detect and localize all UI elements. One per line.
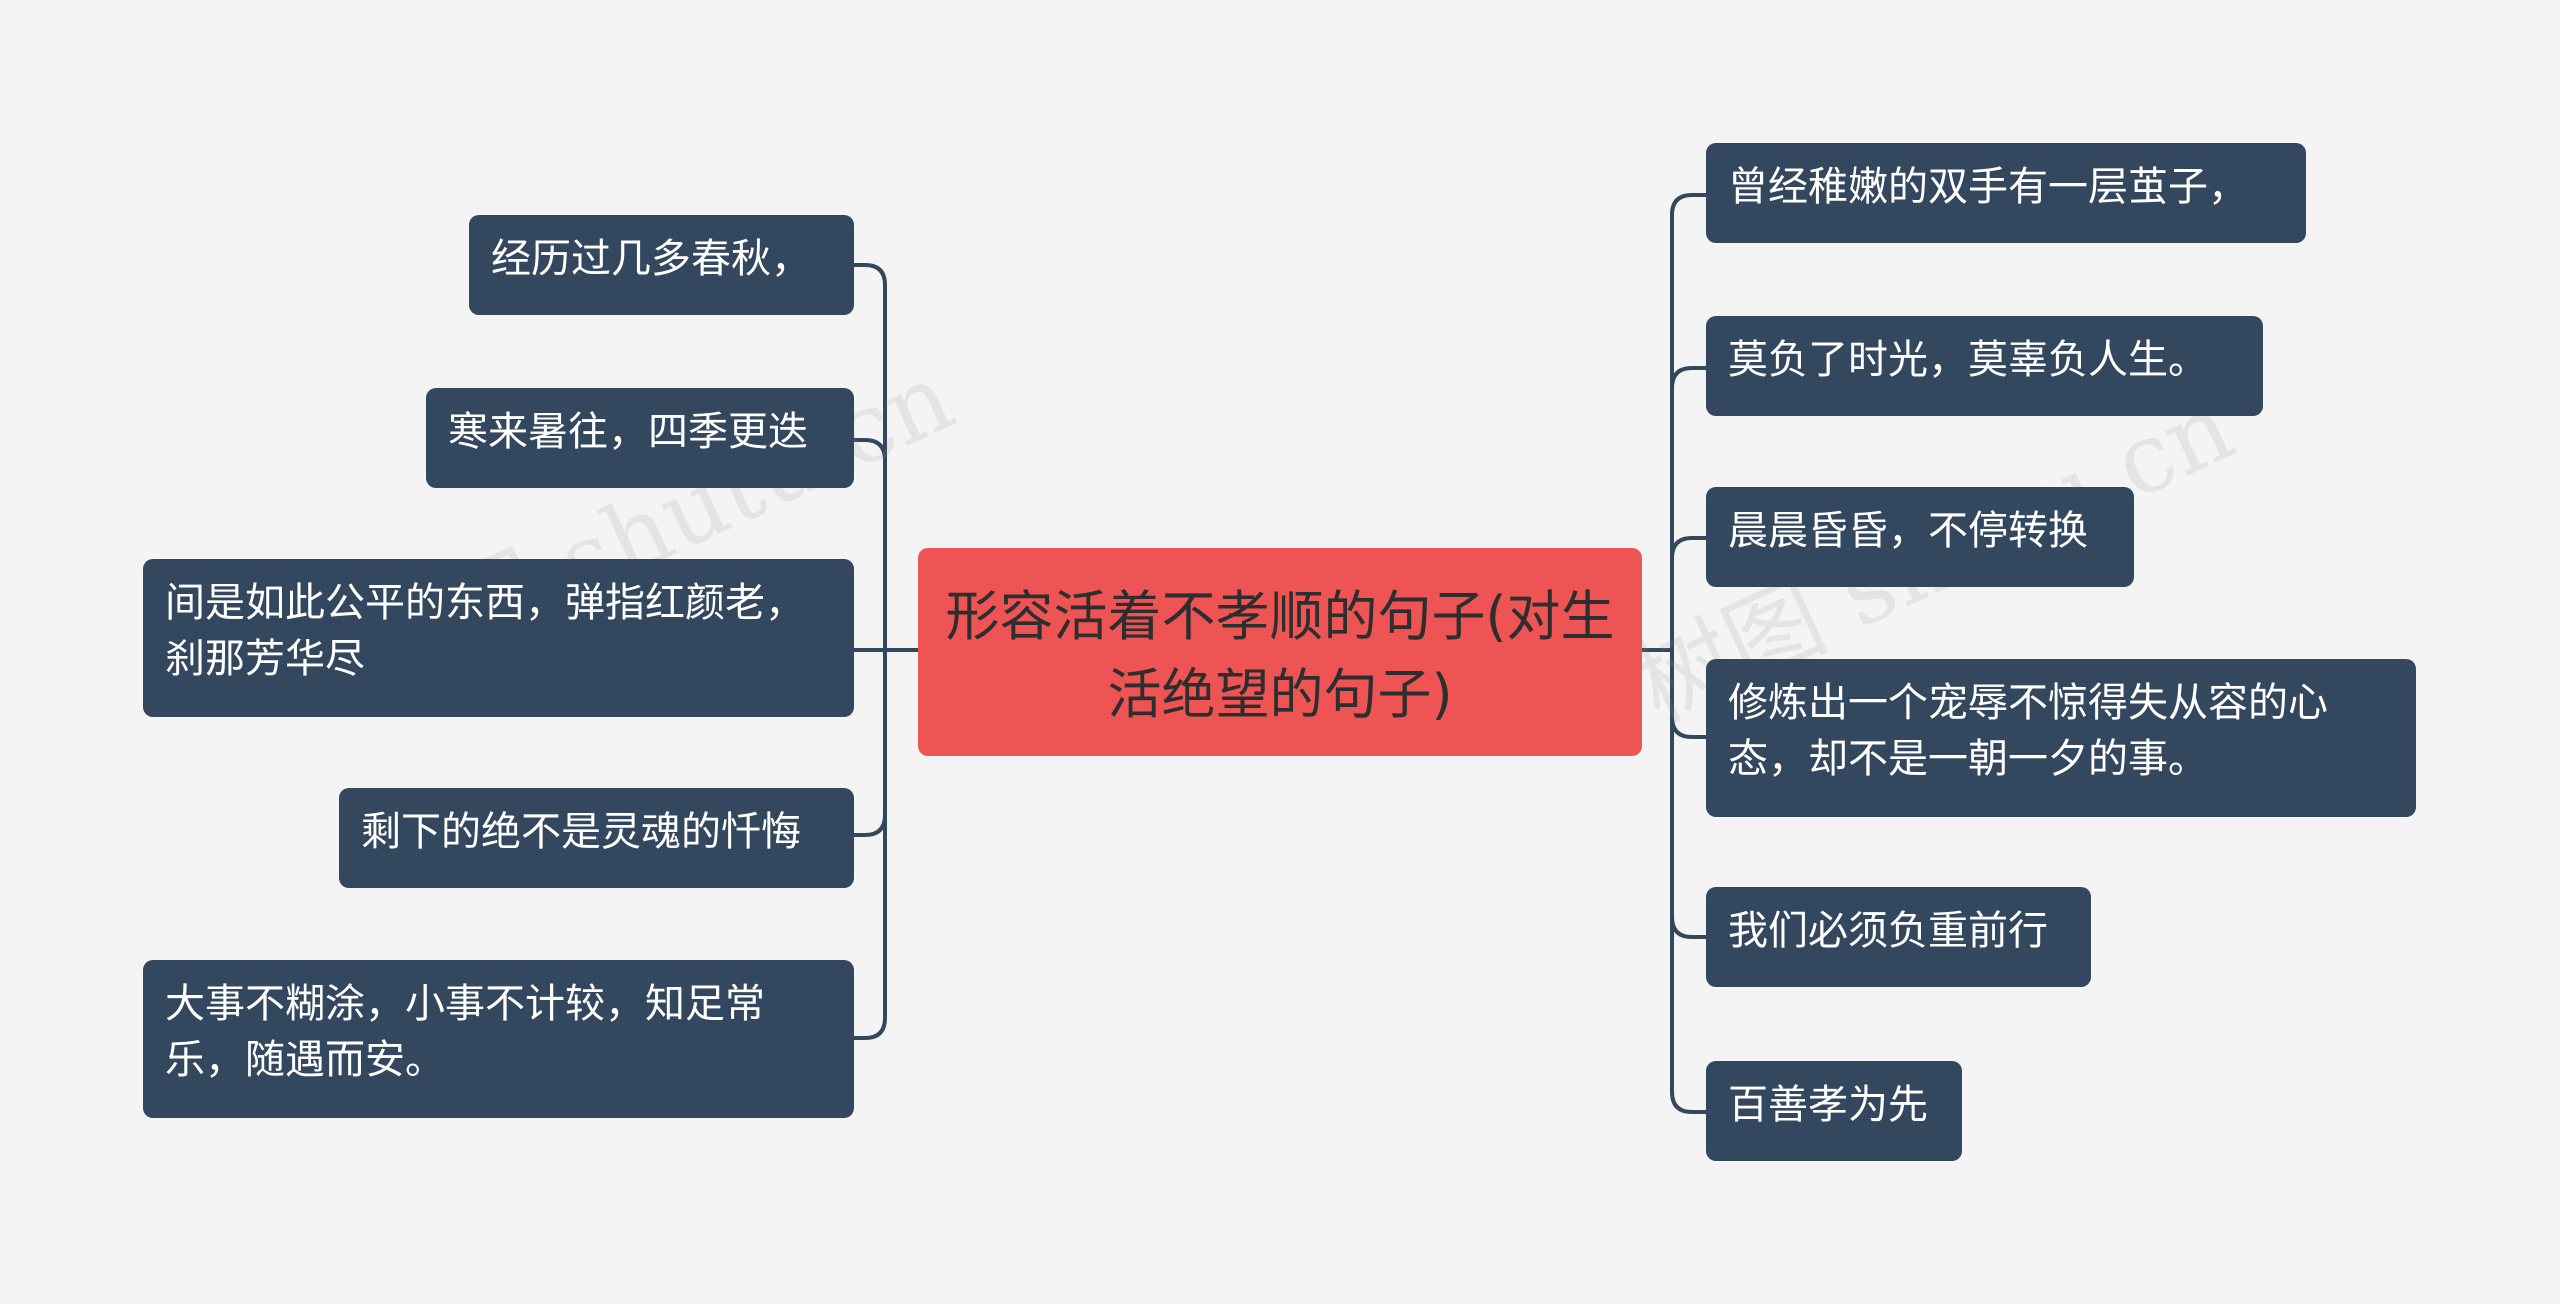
connector-right-3 (1670, 536, 1708, 560)
right-node-6[interactable]: 百善孝为先 (1706, 1061, 1962, 1161)
right-node-2[interactable]: 莫负了时光，莫辜负人生。 (1706, 316, 2263, 416)
connector-left-4 (848, 648, 887, 837)
right-node-1-label: 曾经稚嫩的双手有一层茧子， (1728, 164, 2248, 210)
left-node-5[interactable]: 大事不糊涂，小事不计较，知足常乐，随遇而安。 (143, 960, 854, 1118)
connector-right-5 (1670, 715, 1708, 939)
connector-left-1 (848, 263, 887, 652)
connector-right-6 (1670, 915, 1708, 1114)
connector-right-4 (1670, 648, 1708, 739)
center-topic[interactable]: 形容活着不孝顺的句子(对生活绝望的句子) (918, 548, 1642, 756)
right-node-3[interactable]: 晨晨昏昏，不停转换 (1706, 487, 2134, 587)
right-node-5-label: 我们必须负重前行 (1728, 908, 2048, 954)
left-node-3-label: 间是如此公平的东西，弹指红颜老，刹那芳华尽 (165, 580, 805, 682)
left-node-1[interactable]: 经历过几多春秋， (469, 215, 854, 315)
left-node-1-label: 经历过几多春秋， (491, 236, 811, 282)
right-node-1[interactable]: 曾经稚嫩的双手有一层茧子， (1706, 143, 2306, 243)
left-node-3[interactable]: 间是如此公平的东西，弹指红颜老，刹那芳华尽 (143, 559, 854, 717)
connector-right-2 (1670, 366, 1708, 390)
left-node-4-label: 剩下的绝不是灵魂的忏悔 (361, 809, 801, 855)
right-node-4-label: 修炼出一个宠辱不惊得失从容的心态，却不是一朝一夕的事。 (1728, 680, 2328, 782)
center-topic-label: 形容活着不孝顺的句子(对生活绝望的句子) (945, 585, 1615, 726)
left-node-5-label: 大事不糊涂，小事不计较，知足常乐，随遇而安。 (165, 981, 765, 1083)
connector-left-2 (848, 438, 887, 462)
right-node-3-label: 晨晨昏昏，不停转换 (1728, 508, 2088, 554)
connector-left-5 (848, 813, 887, 1040)
connector-right-1 (1670, 193, 1708, 652)
right-node-2-label: 莫负了时光，莫辜负人生。 (1728, 337, 2208, 383)
left-node-2-label: 寒来暑往，四季更迭 (448, 409, 808, 455)
right-node-6-label: 百善孝为先 (1728, 1082, 1928, 1128)
left-node-4[interactable]: 剩下的绝不是灵魂的忏悔 (339, 788, 854, 888)
right-node-5[interactable]: 我们必须负重前行 (1706, 887, 2091, 987)
left-node-2[interactable]: 寒来暑往，四季更迭 (426, 388, 854, 488)
right-node-4[interactable]: 修炼出一个宠辱不惊得失从容的心态，却不是一朝一夕的事。 (1706, 659, 2416, 817)
